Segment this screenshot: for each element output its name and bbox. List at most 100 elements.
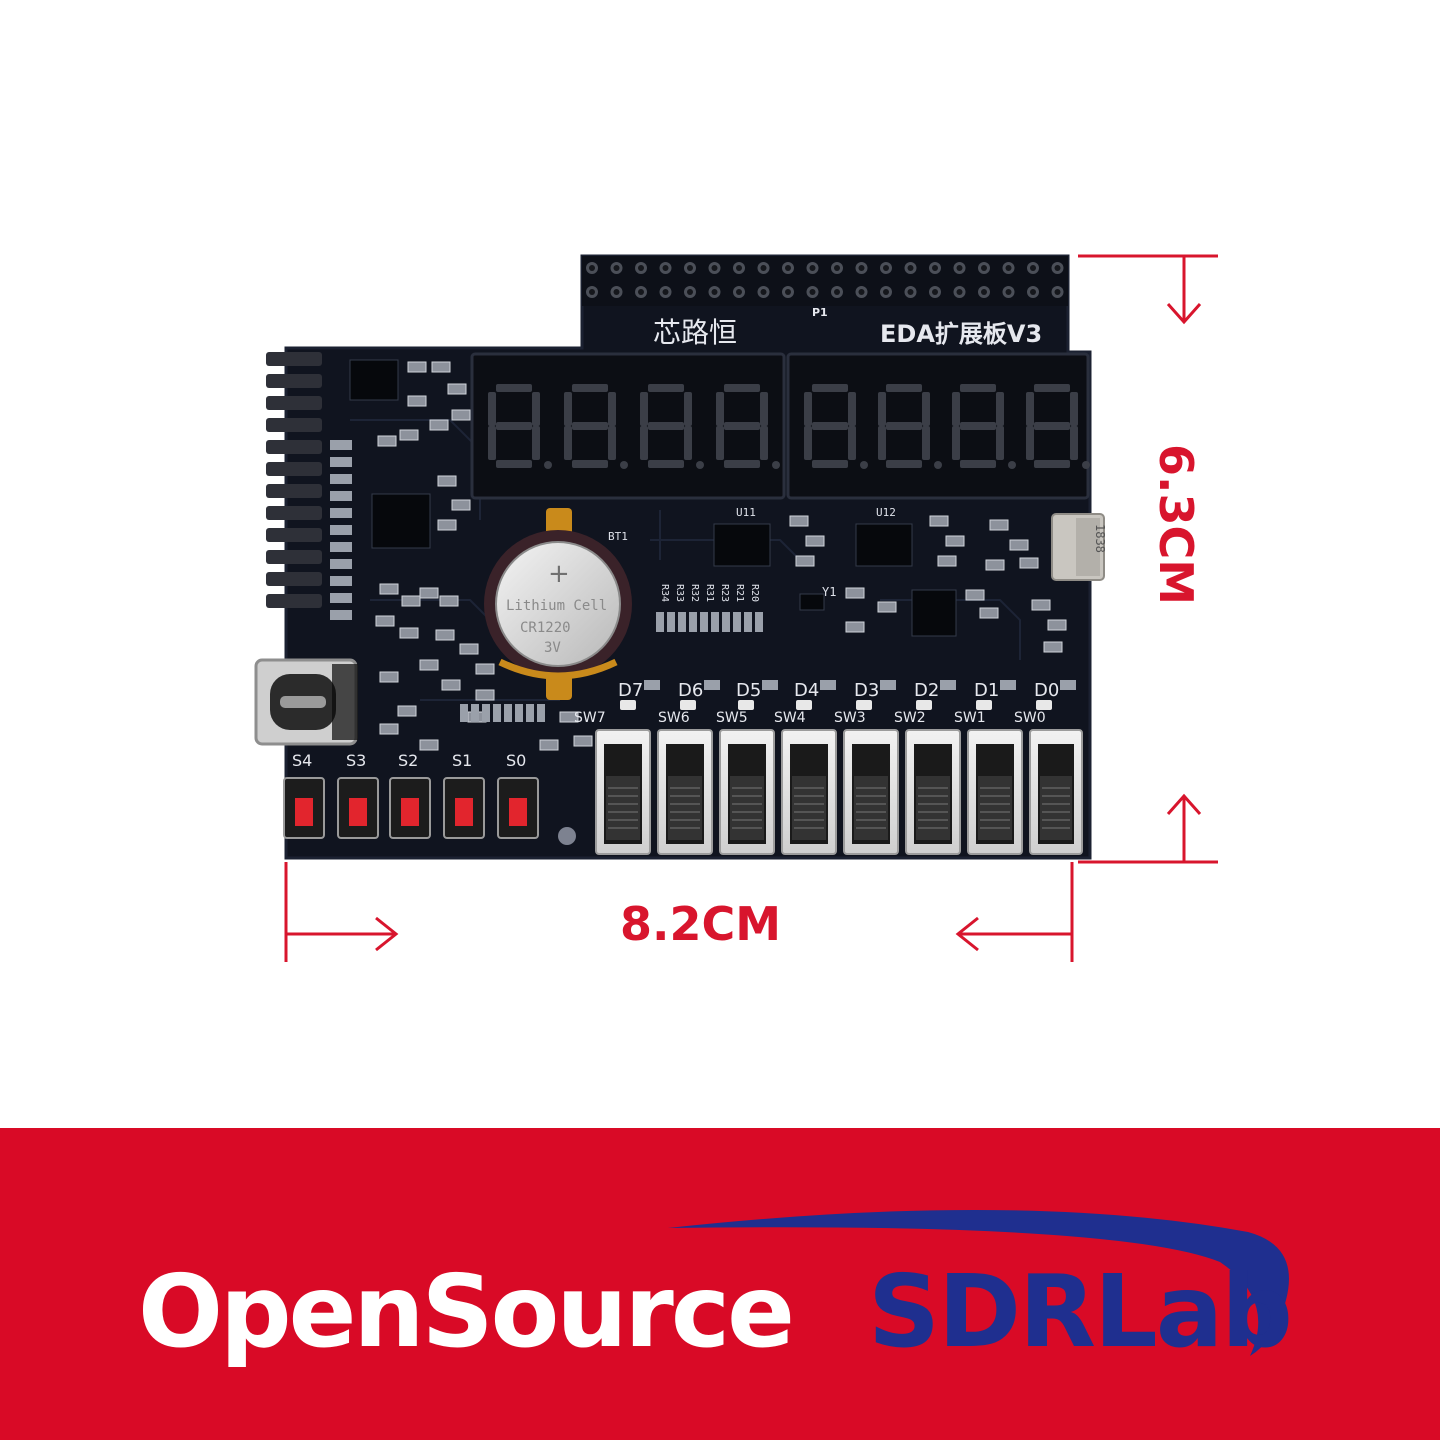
switch-label: SW3: [834, 710, 866, 726]
left-pin: [266, 528, 322, 542]
smd-part: [539, 739, 559, 751]
ic-label-u11: U11: [736, 506, 756, 519]
digit-segment: [684, 426, 692, 460]
digit-segment: [564, 426, 572, 460]
slide-switch: [719, 729, 775, 855]
header-pin-hole: [858, 289, 865, 295]
brand-banner: [0, 1128, 1440, 1440]
smd-part: [435, 629, 455, 641]
button-label: S4: [292, 751, 312, 770]
smd-part: [1047, 619, 1067, 631]
digit: [488, 384, 552, 469]
digit-segment: [1034, 460, 1070, 468]
left-pad: [330, 593, 352, 603]
digit-segment: [922, 392, 930, 426]
power-inductor: [1051, 513, 1105, 581]
slide-switch: [843, 729, 899, 855]
header-pin-hole: [785, 265, 791, 271]
smd-part: [407, 361, 427, 373]
smd-part: [419, 587, 439, 599]
push-button-cap: [295, 798, 313, 826]
smd-part: [399, 429, 419, 441]
switch-label: SW5: [716, 710, 748, 726]
led-resistor: [880, 680, 896, 690]
switch-label: SW1: [954, 710, 986, 726]
switch-label: SW0: [1014, 710, 1046, 726]
battery-model: CR1220: [520, 620, 571, 636]
smd-part: [437, 475, 457, 487]
switch-label: SW4: [774, 710, 806, 726]
height-dimension: [1078, 254, 1218, 864]
digit-segment: [922, 426, 930, 460]
header-pin-hole: [809, 265, 816, 271]
left-pad: [330, 576, 352, 586]
digit: [716, 384, 780, 469]
digit-segment: [716, 392, 724, 426]
battery-voltage: 3V: [544, 640, 561, 656]
smd-part: [397, 705, 417, 717]
switch-label: SW6: [658, 710, 690, 726]
smd-components: [375, 361, 1067, 751]
digit-segment: [960, 460, 996, 468]
push-button-cap: [349, 798, 367, 826]
digit-segment: [648, 460, 684, 468]
left-pin: [266, 396, 322, 410]
smd-part: [399, 627, 419, 639]
smd-part: [419, 739, 439, 751]
brand-swoosh-graphic: [668, 1209, 1289, 1356]
header-pin-hole: [662, 265, 669, 271]
switch-label: SW7: [574, 710, 606, 726]
digit-segment: [640, 426, 648, 460]
smd-part: [945, 535, 965, 547]
board-title-cn: 芯路恒: [653, 316, 737, 349]
left-pad: [330, 610, 352, 620]
digit-segment: [496, 460, 532, 468]
smd-part: [559, 711, 579, 723]
digit: [952, 384, 1016, 469]
ic-chips: [349, 359, 957, 637]
led: [976, 700, 992, 710]
left-pin: [266, 484, 322, 498]
smd-part: [441, 679, 461, 691]
resistor-pad: [515, 704, 523, 722]
header-pin-hole: [907, 265, 914, 271]
header-pin-hole: [785, 289, 791, 295]
resistor-pad: [504, 704, 512, 722]
digit-segment: [564, 392, 572, 426]
led-resistor: [1060, 680, 1076, 690]
digit-segment: [724, 422, 760, 430]
digit-dot: [620, 461, 628, 469]
smd-part: [989, 519, 1009, 531]
header-pin-hole: [687, 289, 693, 295]
smd-part: [805, 535, 825, 547]
digit-segment: [960, 422, 996, 430]
resistor-pad: [678, 612, 686, 632]
switch-label: SW2: [894, 710, 926, 726]
digit-segment: [1034, 422, 1070, 430]
slide-switch: [1029, 729, 1083, 855]
push-button-cap: [455, 798, 473, 826]
width-label: 8.2CM: [620, 897, 781, 951]
header-pin-hole: [858, 265, 865, 271]
left-pad: [330, 474, 352, 484]
header-pin-hole: [981, 265, 987, 271]
pin-header-top: [582, 256, 1068, 306]
digit-segment: [684, 392, 692, 426]
header-pin-hole: [1054, 289, 1061, 295]
slide-switch: [967, 729, 1023, 855]
digit-segment: [878, 426, 886, 460]
digit-segment: [804, 426, 812, 460]
digit-segment: [1070, 392, 1078, 426]
header-pin-hole: [687, 265, 693, 271]
button-label: S2: [398, 751, 418, 770]
digit-segment: [952, 426, 960, 460]
digit-segment: [952, 392, 960, 426]
header-pin-hole: [1005, 265, 1012, 271]
digit-segment: [572, 460, 608, 468]
header-pin-hole: [613, 265, 620, 271]
smd-part: [877, 601, 897, 613]
height-label: 6.3CM: [1149, 444, 1203, 605]
digit-segment: [488, 392, 496, 426]
smd-part: [379, 723, 399, 735]
